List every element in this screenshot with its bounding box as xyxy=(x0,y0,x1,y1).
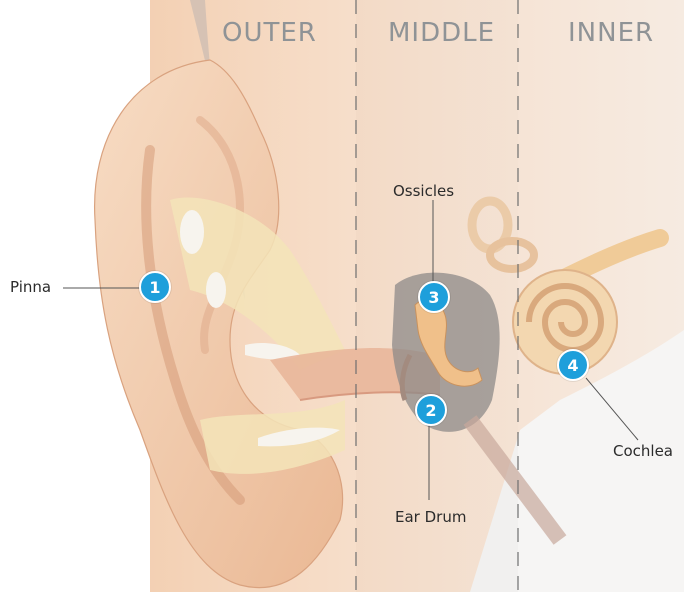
marker-4-cochlea: 4 xyxy=(557,349,589,381)
section-title-inner: INNER xyxy=(568,18,654,48)
section-title-middle: MIDDLE xyxy=(388,18,495,48)
marker-3-ossicles: 3 xyxy=(418,281,450,313)
label-ear-drum: Ear Drum xyxy=(395,508,466,526)
marker-1-pinna: 1 xyxy=(139,271,171,303)
label-cochlea: Cochlea xyxy=(613,442,673,460)
label-ossicles: Ossicles xyxy=(393,182,454,200)
section-title-outer: OUTER xyxy=(222,18,317,48)
bone-chip-a xyxy=(180,210,204,254)
label-pinna: Pinna xyxy=(10,278,51,296)
bone-chip-b xyxy=(206,272,226,308)
marker-2-ear-drum: 2 xyxy=(415,394,447,426)
